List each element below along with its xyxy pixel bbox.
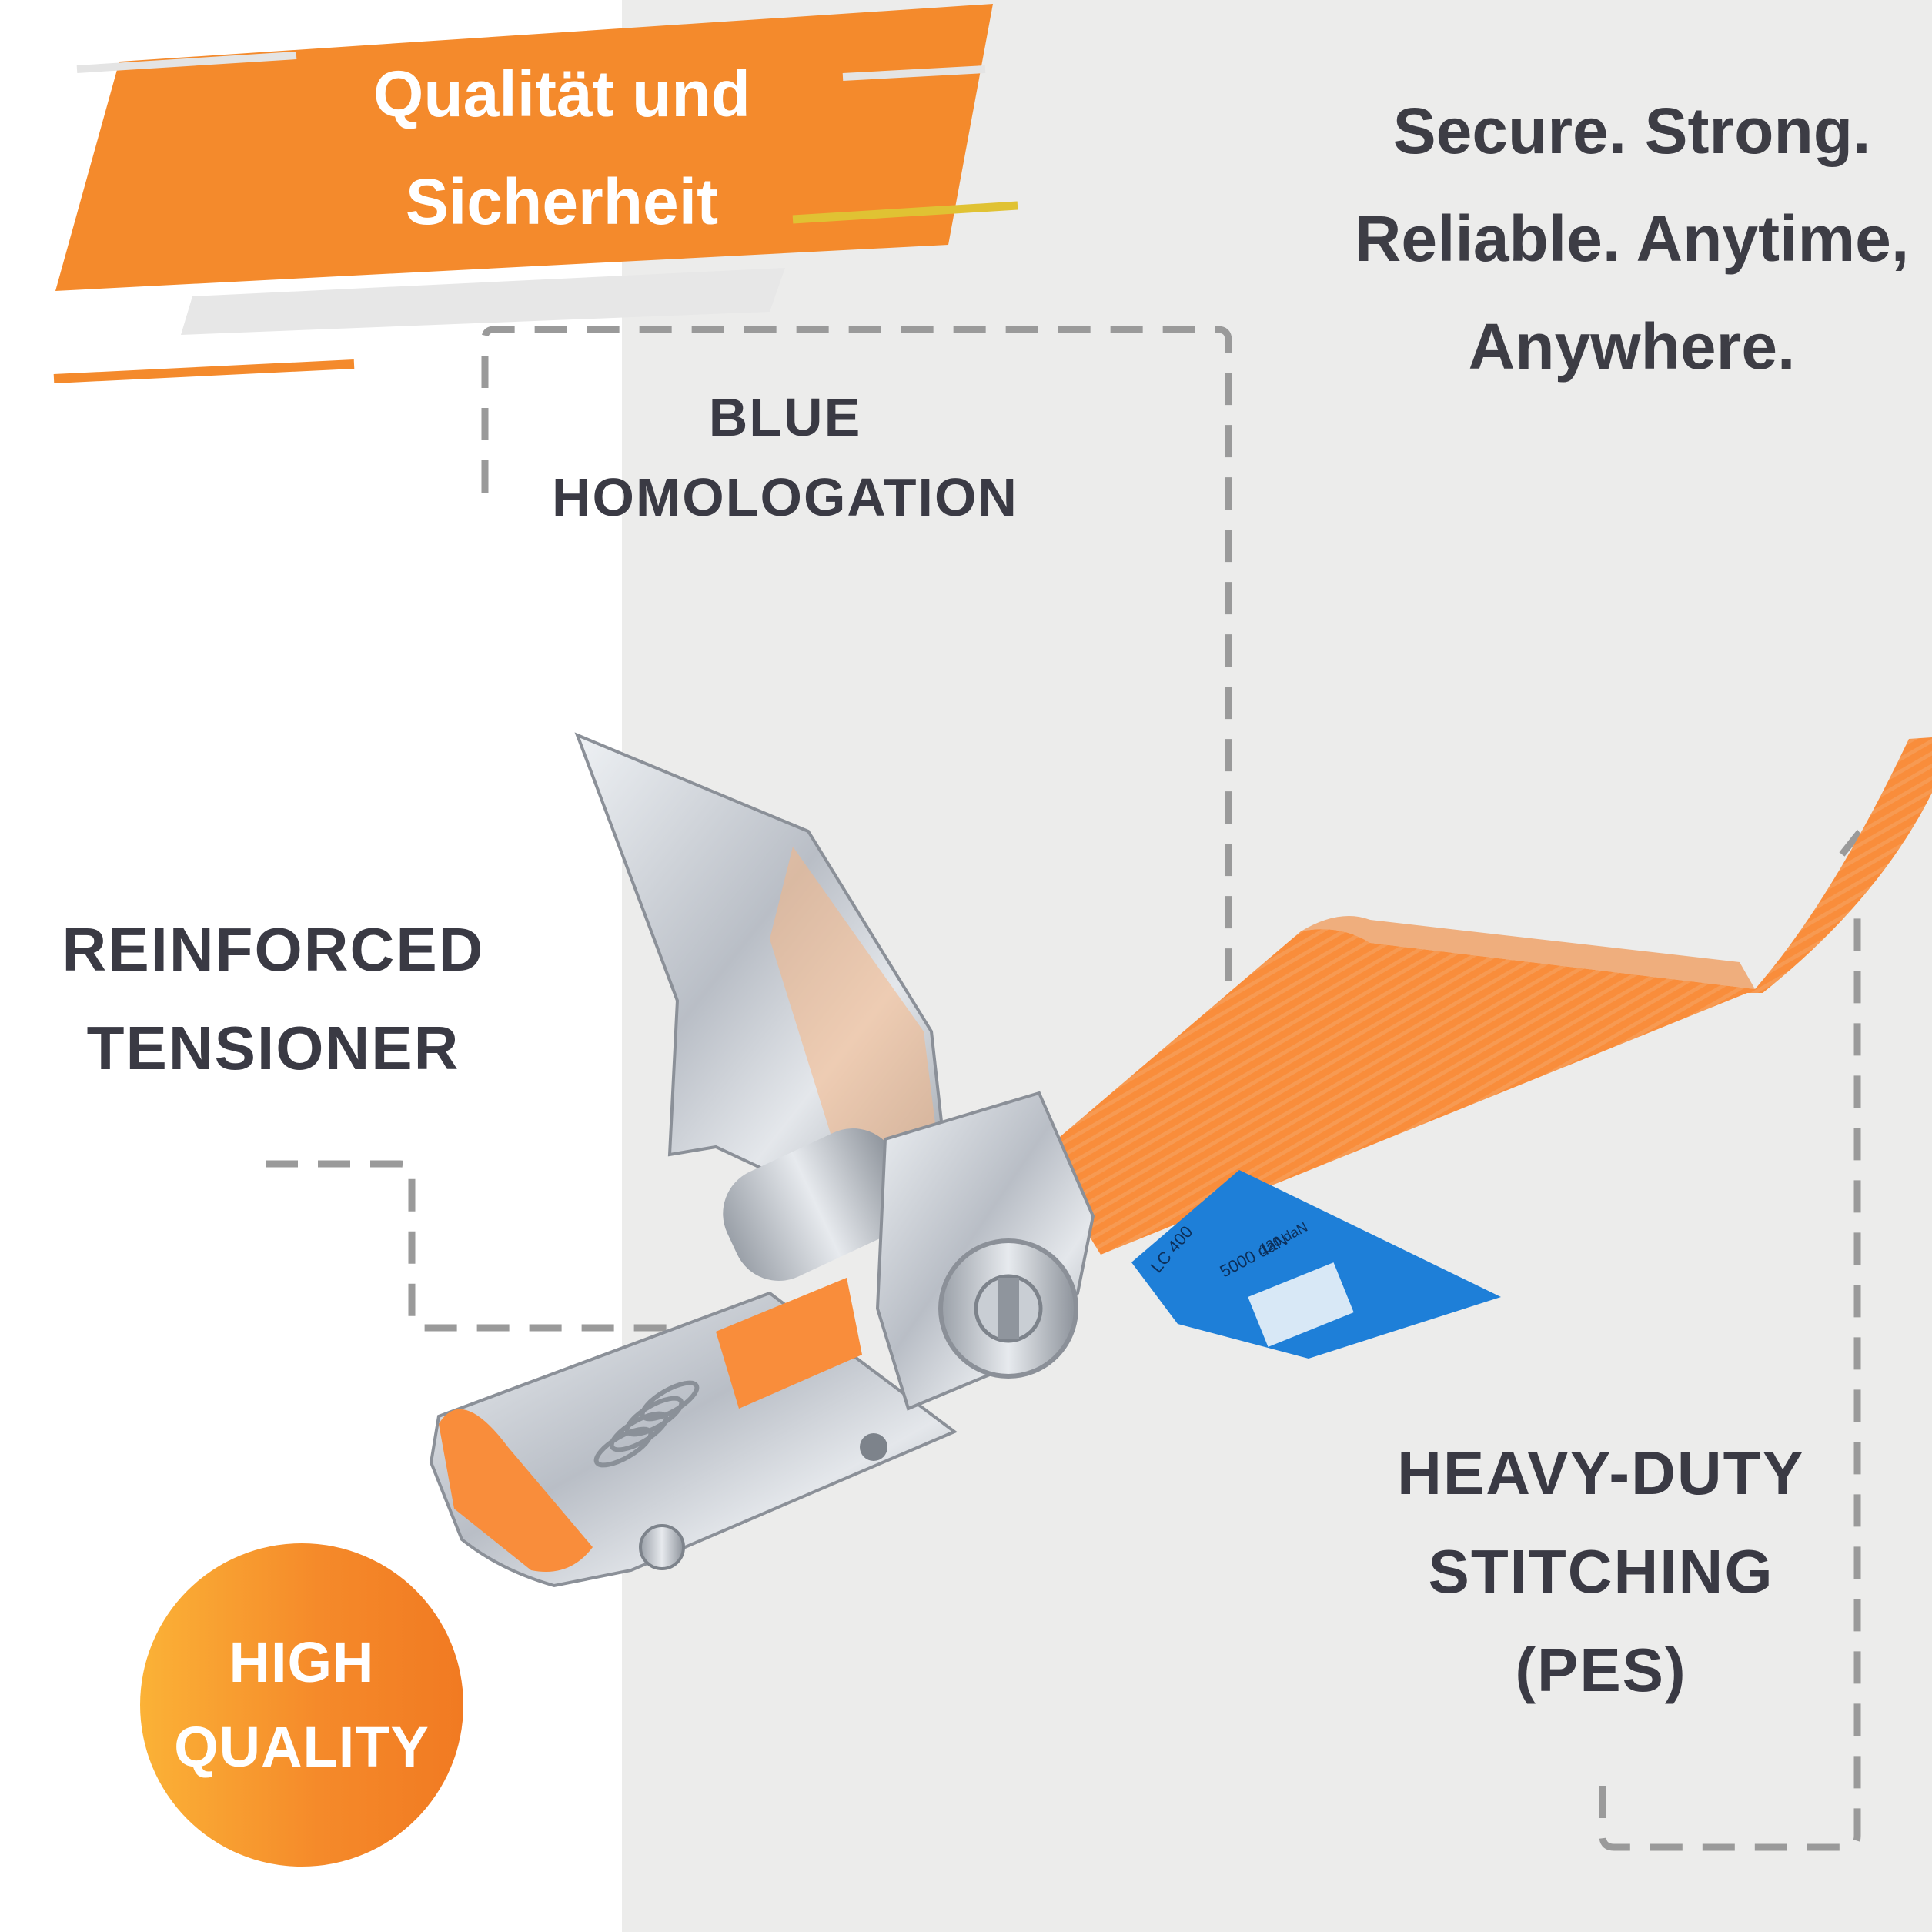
- banner-stripe: [76, 52, 297, 73]
- callout-blue-homologation: [481, 326, 1232, 1155]
- banner-shape: [55, 4, 993, 291]
- ratchet-handle-reflection: [770, 847, 939, 1185]
- banner-underline: [53, 359, 355, 383]
- feature-reinforced-tensioner-line-2: TENSIONER: [86, 1014, 460, 1082]
- ratchet-spring: [593, 1380, 700, 1468]
- orange-strap: [1039, 737, 1932, 1255]
- ratchet-rivet: [639, 1524, 685, 1570]
- tagline-line-1: Secure. Strong.: [1392, 95, 1871, 167]
- banner-title: Qualität und Sicherheit: [254, 40, 870, 256]
- strap-webbing: [1039, 737, 1932, 1255]
- feature-blue-homologation: BLUE HOMOLOGATION: [493, 377, 1078, 537]
- label-tag-panel: [1248, 1262, 1354, 1347]
- banner-title-line-2: Sicherheit: [405, 165, 719, 238]
- banner-title-line-1: Qualität und: [373, 58, 750, 130]
- ratchet-strap-spool: [716, 1278, 862, 1409]
- title-banner: [53, 4, 1018, 383]
- high-quality-badge-text: HIGH QUALITY: [140, 1620, 463, 1790]
- feature-blue-homologation-line-1: BLUE: [708, 387, 862, 447]
- banner-shadow: [181, 268, 785, 335]
- banner-stripe-yellow: [792, 201, 1018, 224]
- blue-label-tag: LC 400 5000 daN 120 daN: [1131, 1170, 1501, 1359]
- tagline-line-3: Anywhere.: [1468, 310, 1796, 383]
- strap-fold: [1301, 916, 1755, 989]
- feature-heavy-duty-stitching-line-3: (PES): [1515, 1636, 1687, 1704]
- tagline: Secure. Strong. Reliable. Anytime, Anywh…: [1309, 77, 1932, 400]
- ratchet-strap-wrap: [439, 1409, 593, 1572]
- ratchet-buckle: [429, 732, 1095, 1588]
- badge-line-1: HIGH: [229, 1630, 375, 1694]
- callout-reinforced-tensioner: [266, 1160, 716, 1332]
- feature-heavy-duty-stitching: HEAVY-DUTY STITCHING (PES): [1324, 1424, 1878, 1720]
- ratchet-gear-slot: [998, 1278, 1019, 1339]
- callout-heavy-duty-stitching: [1599, 847, 1861, 1851]
- feature-reinforced-tensioner-line-1: REINFORCED: [62, 915, 485, 984]
- label-tag-shape: [1131, 1170, 1501, 1359]
- feature-reinforced-tensioner: REINFORCED TENSIONER: [23, 901, 523, 1098]
- ratchet-barrel: [723, 1128, 909, 1281]
- banner-stripe: [842, 65, 986, 81]
- high-quality-badge: [140, 1543, 463, 1867]
- badge-line-2: QUALITY: [174, 1715, 430, 1779]
- feature-heavy-duty-stitching-line-1: HEAVY-DUTY: [1397, 1439, 1805, 1507]
- tagline-line-2: Reliable. Anytime,: [1354, 202, 1910, 275]
- feature-blue-homologation-line-2: HOMOLOGATION: [552, 467, 1018, 527]
- ratchet-hole: [860, 1433, 887, 1461]
- feature-heavy-duty-stitching-line-2: STITCHING: [1428, 1537, 1774, 1606]
- callout-lines: [266, 326, 1861, 1851]
